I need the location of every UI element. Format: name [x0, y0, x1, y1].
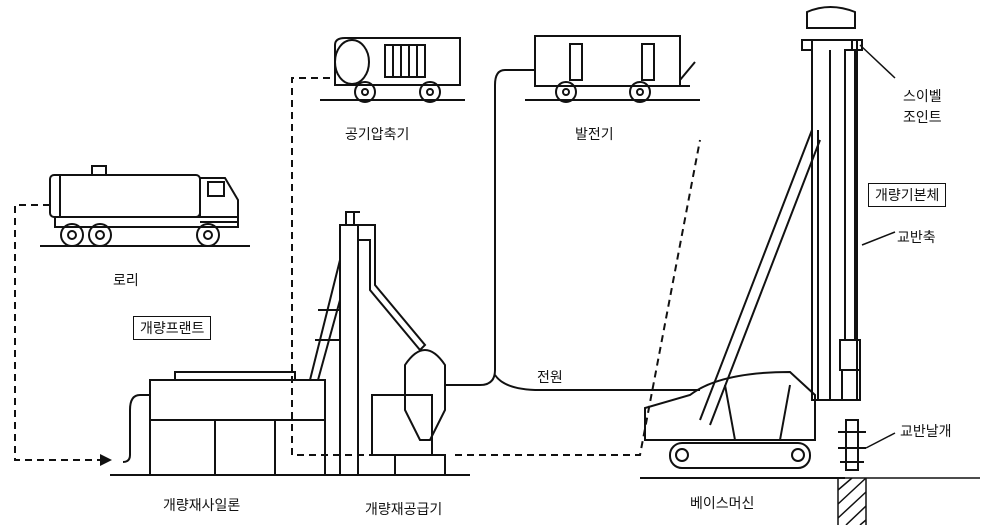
- material-feeder: [309, 211, 446, 476]
- generator-unit: [525, 35, 700, 103]
- label-mixing-shaft: 교반축: [897, 230, 936, 246]
- label-material-silo: 개량재사일론: [163, 498, 241, 514]
- label-generator: 발전기: [575, 127, 614, 143]
- lorry-truck: [40, 165, 250, 247]
- material-silo-plant: [110, 371, 470, 476]
- callout-leaders: [859, 44, 896, 449]
- air-compressor-unit: [320, 37, 465, 103]
- label-air-compressor: 공기압축기: [345, 127, 410, 143]
- label-plant: 개량프랜트: [133, 316, 212, 340]
- mixing-shaft-assembly: [838, 49, 866, 471]
- label-swivel-joint-1: 스이벨: [903, 89, 942, 105]
- base-machine: [640, 6, 863, 479]
- label-swivel-joint-2: 조인트: [903, 110, 942, 126]
- label-base-machine: 베이스머신: [690, 496, 755, 512]
- power-cable-to-base: [494, 374, 700, 391]
- label-mixing-blade: 교반날개: [900, 424, 952, 440]
- label-material-feeder: 개량재공급기: [365, 502, 443, 518]
- label-power-line: 전원: [537, 370, 563, 386]
- dashed-pipelines: [14, 77, 701, 461]
- pipe-arrowhead: [100, 454, 112, 466]
- ground-hatch: [835, 477, 980, 525]
- label-machine-body: 개량기본체: [868, 183, 947, 207]
- label-lorry: 로리: [113, 273, 139, 289]
- power-cable: [445, 69, 535, 386]
